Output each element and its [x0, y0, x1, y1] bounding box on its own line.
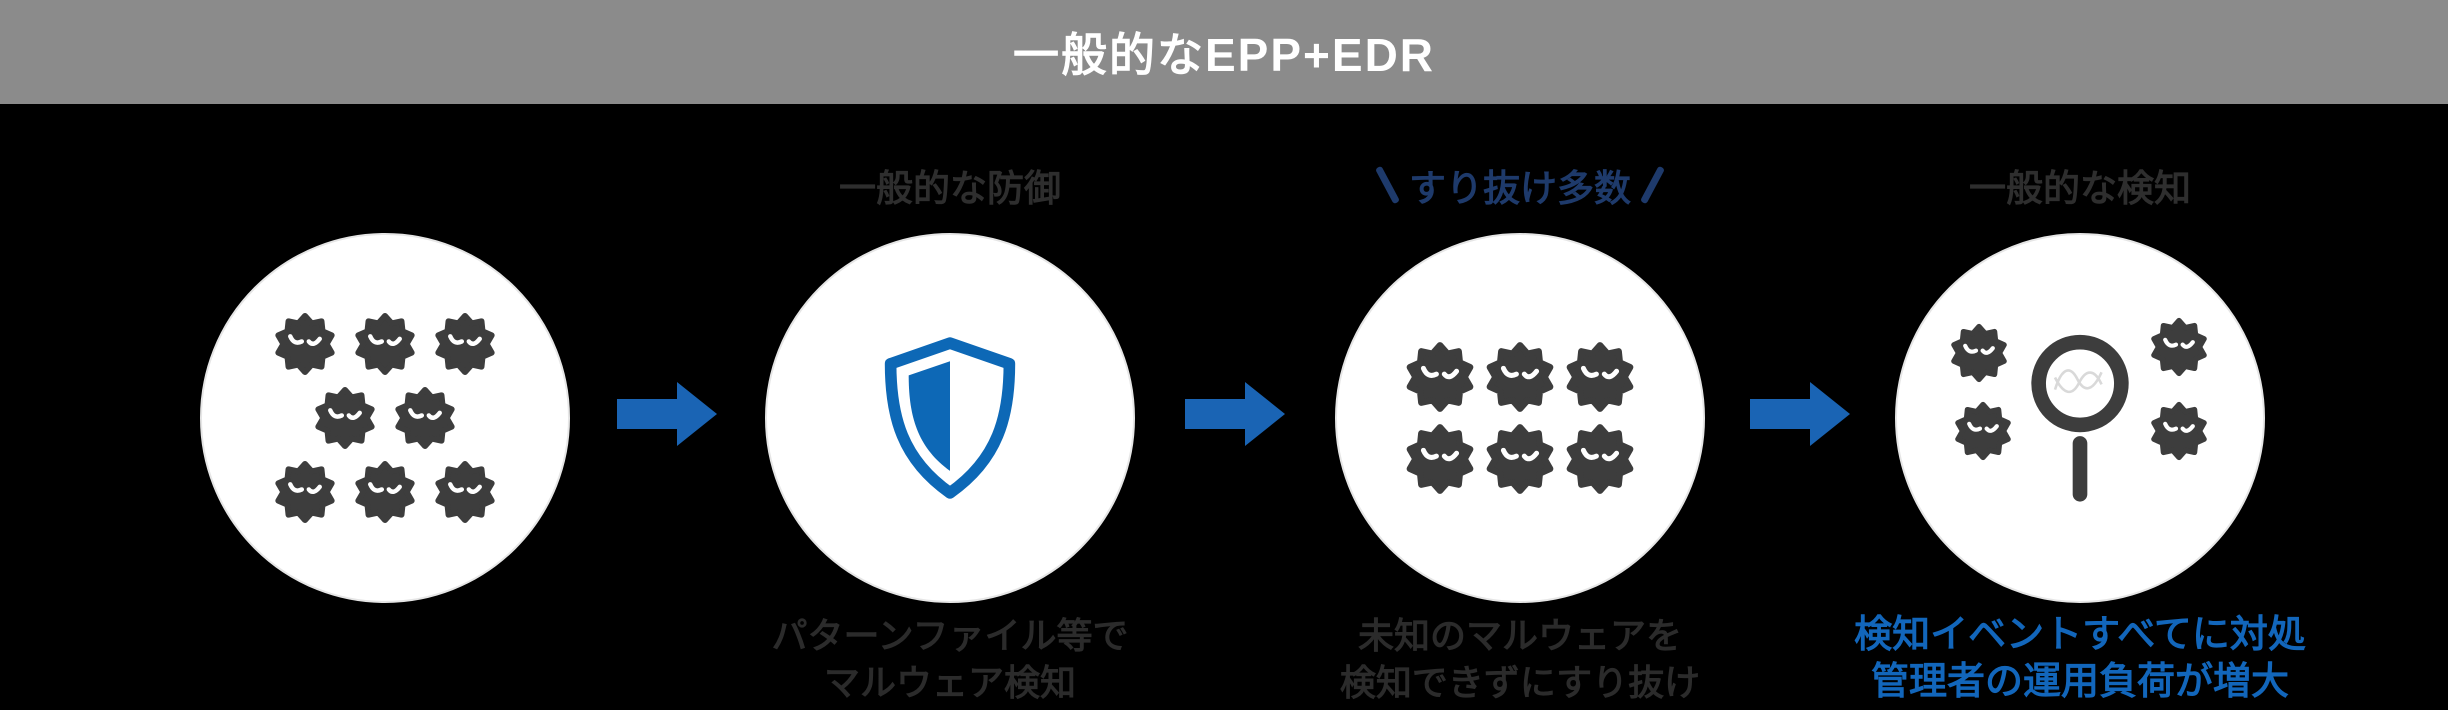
malware-icon	[273, 460, 337, 524]
malware-icon	[273, 312, 337, 376]
slash-decoration-icon	[1640, 165, 1665, 205]
magnifier-icon	[2024, 327, 2136, 509]
diagram-title: 一般的なEPP+EDR	[1012, 29, 1436, 81]
malware-icon	[433, 460, 497, 524]
threats-circle	[200, 233, 570, 603]
stage-general-protection: 一般的な防御 パターンファイル等で マルウェア検知	[670, 104, 1230, 710]
malware-icon	[1484, 423, 1556, 495]
malware-icon	[1949, 323, 2009, 383]
stage-caption: パターンファイル等で マルウェア検知	[670, 612, 1230, 706]
header-bar: 一般的なEPP+EDR	[0, 0, 2448, 104]
slip-through-circle	[1335, 233, 1705, 603]
protection-circle	[765, 233, 1135, 603]
malware-icon	[1953, 401, 2013, 461]
malware-icon	[1564, 423, 1636, 495]
malware-cluster-6	[1337, 235, 1703, 601]
malware-icon	[1404, 341, 1476, 413]
malware-icon	[1484, 341, 1556, 413]
caption-line: 管理者の運用負荷が増大	[1870, 661, 2289, 703]
stage-label-text: 一般的な防御	[839, 168, 1061, 209]
malware-icon	[1564, 341, 1636, 413]
caption-line: 検知イベントすべてに対処	[1854, 614, 2306, 656]
caption-line: 検知できずにすり抜け	[1339, 662, 1701, 703]
malware-cluster-8	[202, 235, 568, 601]
stage-label-text: 一般的な検知	[1969, 168, 2191, 209]
malware-icon	[313, 386, 377, 450]
caption-line: パターンファイル等で	[771, 615, 1129, 656]
malware-icon	[2149, 401, 2209, 461]
stage-caption: 検知イベントすべてに対処 管理者の運用負荷が増大	[1800, 612, 2360, 706]
stage-general-detection: 一般的な検知 検知イベントすべてに対処 管理者の運用負荷が増大	[1800, 104, 2360, 710]
stage-label: すり抜け多数	[1240, 160, 1800, 210]
caption-line: マルウェア検知	[823, 662, 1076, 703]
shield-icon	[879, 334, 1021, 502]
malware-magnifier-cluster	[1897, 235, 2263, 601]
backslash-decoration-icon	[1375, 165, 1400, 205]
detection-circle	[1895, 233, 2265, 603]
malware-icon	[393, 386, 457, 450]
stage-caption: 未知のマルウェアを 検知できずにすり抜け	[1240, 612, 1800, 706]
caption-line: 未知のマルウェアを	[1357, 615, 1682, 656]
stage-slip-through: すり抜け多数 未知のマルウェアを 検知できずにすり抜け	[1240, 104, 1800, 710]
malware-icon	[1404, 423, 1476, 495]
stage-label: 一般的な防御	[670, 160, 1230, 210]
malware-icon	[353, 312, 417, 376]
malware-icon	[2149, 317, 2209, 377]
stage-incoming-threats	[105, 104, 665, 710]
malware-icon	[433, 312, 497, 376]
stage-label: 一般的な検知	[1800, 160, 2360, 210]
malware-icon	[353, 460, 417, 524]
stage-label-text: すり抜け多数	[1409, 168, 1631, 209]
